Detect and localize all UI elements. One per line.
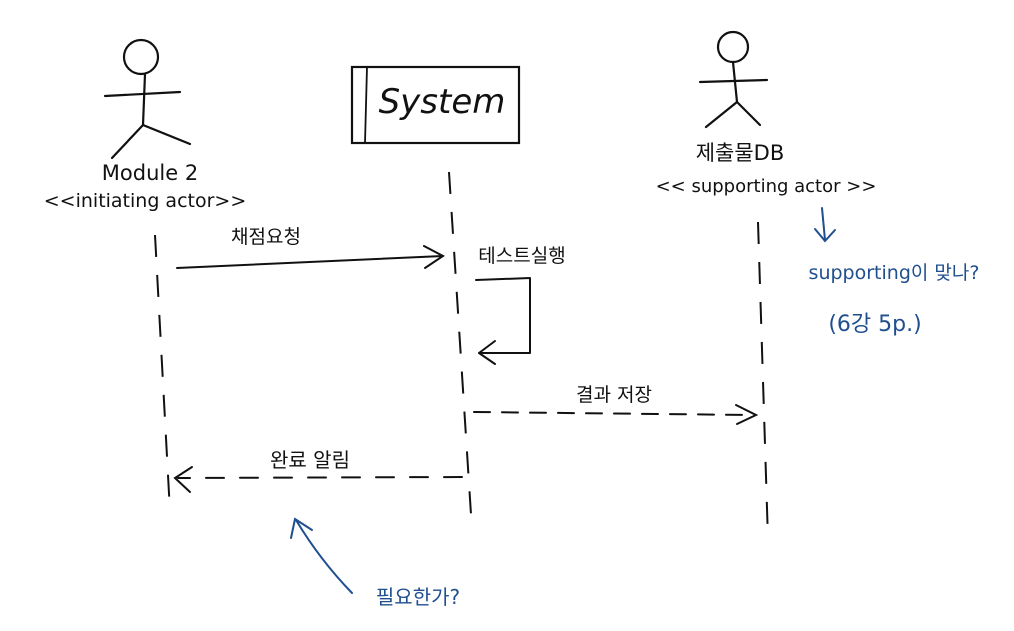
necessity-question-note: 필요한가? [376, 585, 460, 609]
system-lifeline [448, 171, 473, 531]
lecture-reference-note: (6강 5p.) [828, 312, 921, 337]
grading-request-label: 채점요청 [231, 226, 301, 248]
completion-notice-arrow [173, 466, 463, 493]
save-result-label: 결과 저장 [576, 384, 652, 406]
submission-db-name: 제출물DB [696, 141, 785, 165]
module2-name: Module 2 [102, 161, 198, 185]
module2-actor-icon [103, 38, 192, 160]
system-name: System [379, 82, 506, 122]
supporting-annotation-arrow [814, 207, 836, 243]
run-test-self-arrow [475, 277, 531, 365]
run-test-label: 테스트실행 [478, 245, 565, 267]
submission-db-lifeline [757, 221, 769, 541]
save-result-arrow [473, 404, 759, 425]
submission-db-stereotype: << supporting actor >> [656, 176, 877, 197]
module2-lifeline [154, 234, 171, 513]
grading-request-arrow [176, 245, 445, 269]
system-box [350, 65, 521, 145]
supporting-question-note: supporting이 맞나? [809, 262, 980, 284]
submission-db-actor-icon [698, 30, 769, 129]
module2-stereotype: <<initiating actor>> [44, 190, 247, 212]
completion-notice-label: 완료 알림 [270, 448, 350, 472]
necessity-annotation-arrow [290, 517, 353, 594]
